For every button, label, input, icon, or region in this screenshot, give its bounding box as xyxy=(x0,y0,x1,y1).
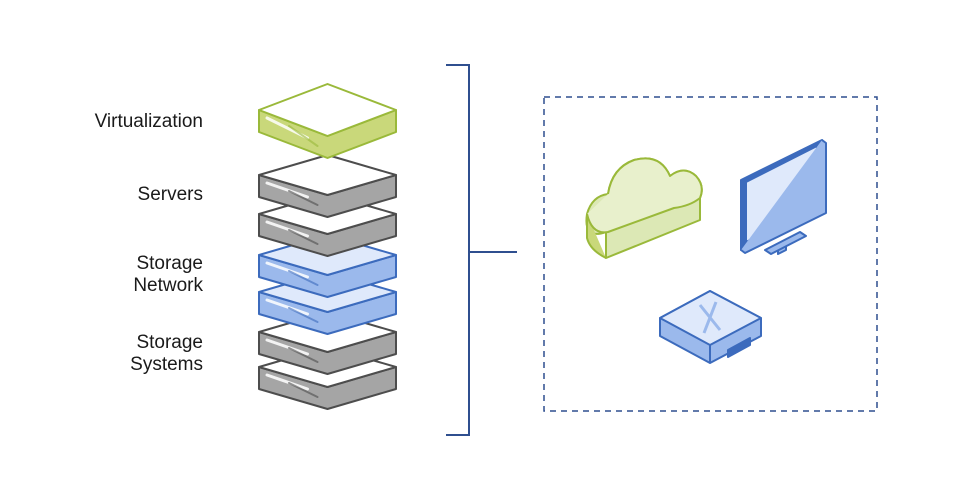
virtualization-block xyxy=(258,83,397,159)
label-storage-systems: Storage Systems xyxy=(130,332,203,375)
appliance-icon xyxy=(659,290,762,364)
label-storage-network: Storage Network xyxy=(133,253,203,296)
monitor-icon xyxy=(740,139,827,255)
cloud-icon xyxy=(585,157,703,259)
label-virtualization: Virtualization xyxy=(94,111,203,132)
infrastructure-stack xyxy=(258,83,397,410)
label-servers: Servers xyxy=(137,184,203,205)
bracket xyxy=(446,64,517,436)
servers-block-1 xyxy=(258,154,397,218)
dashed-box xyxy=(543,96,878,412)
